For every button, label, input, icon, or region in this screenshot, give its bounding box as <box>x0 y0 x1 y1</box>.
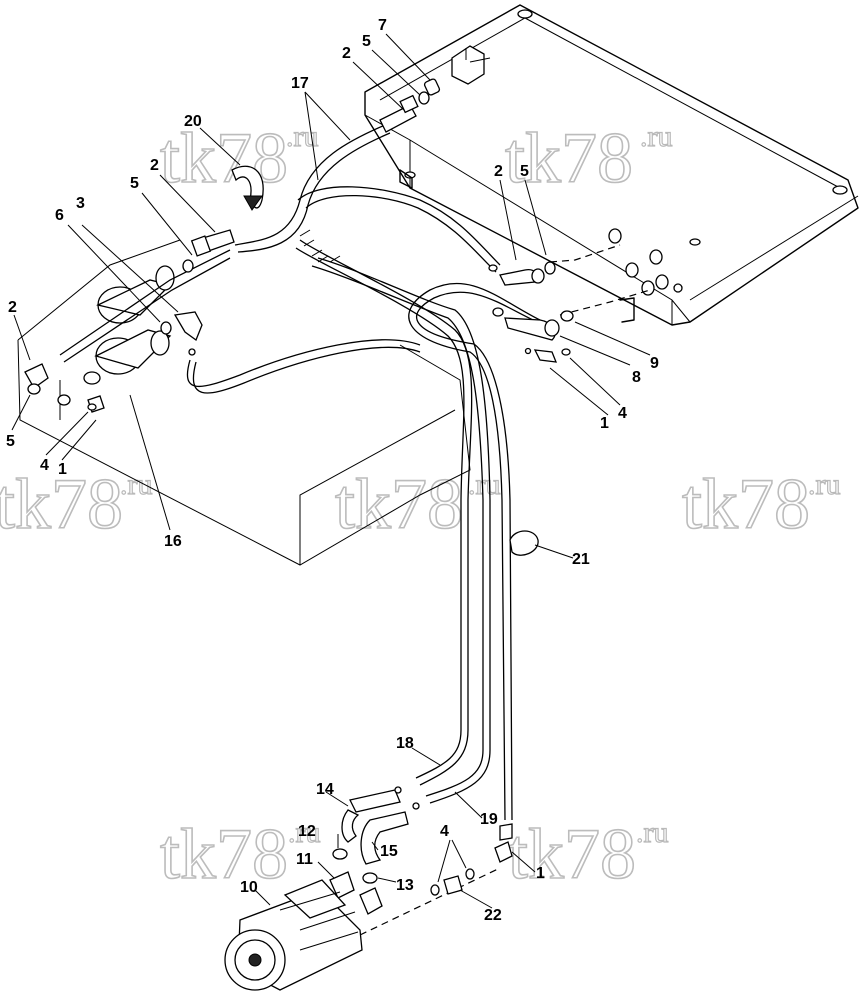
plug-left <box>57 394 71 406</box>
watermark-suffix: .ru <box>120 468 153 501</box>
watermark-text: tk78 <box>160 118 288 198</box>
clamp-21 <box>509 530 539 556</box>
callout-14: 14 <box>316 781 334 798</box>
dash-line-unit-2 <box>559 289 651 316</box>
valve-22 <box>443 875 463 895</box>
valve-1-compressor <box>494 841 513 863</box>
fitting-left-2 <box>24 363 49 389</box>
callout-2: 2 <box>8 299 17 316</box>
callout-21: 21 <box>572 551 590 568</box>
callout-22: 22 <box>484 907 502 924</box>
callout-3: 3 <box>76 195 85 212</box>
o-ring-6 <box>160 321 172 335</box>
compressor-10 <box>224 879 363 991</box>
watermark-text: tk78 <box>682 464 810 544</box>
callout-8: 8 <box>632 369 641 386</box>
o-ring-4-left <box>87 403 97 411</box>
watermark-suffix: .ru <box>288 816 321 849</box>
fitting-11 <box>329 871 355 899</box>
callout-18: 18 <box>396 735 414 752</box>
elbow-15 <box>360 811 409 865</box>
fitting-11b <box>359 887 383 915</box>
callout-4: 4 <box>40 457 49 474</box>
callout-19: 19 <box>480 811 498 828</box>
callout-2: 2 <box>494 163 503 180</box>
fitting-14 <box>349 789 401 813</box>
hose-17-cross <box>297 186 501 273</box>
callout-5: 5 <box>362 33 371 50</box>
callout-12: 12 <box>298 823 316 840</box>
callout-10: 10 <box>240 879 258 896</box>
o-ring-19 <box>412 802 420 810</box>
hose-break-marks <box>299 229 341 263</box>
fitting-top-2 <box>379 94 419 133</box>
callout-1: 1 <box>600 415 609 432</box>
callout-7: 7 <box>378 17 387 34</box>
hose-18 <box>295 239 473 786</box>
callout-13: 13 <box>396 877 414 894</box>
callout-4: 4 <box>440 823 449 840</box>
watermark-text: tk78 <box>335 464 463 544</box>
o-ring-5-top <box>418 91 430 105</box>
callout-numbers: 2 5 7 17 20 2 5 6 3 2 5 4 1 16 2 5 9 8 4… <box>6 17 659 924</box>
watermark-text: tk78 <box>508 814 636 894</box>
elbow-14 <box>341 809 360 843</box>
valve-1-right <box>533 349 558 363</box>
callout-4: 4 <box>618 405 627 422</box>
cap-7 <box>423 78 441 96</box>
o-ring-left-small <box>188 348 196 356</box>
fitting-mid-2 <box>190 229 235 257</box>
hose-16 <box>186 339 421 394</box>
o-ring-9 <box>560 310 574 322</box>
elbow-right-2 <box>499 268 545 286</box>
callout-11: 11 <box>296 851 313 868</box>
hose-right-loop <box>408 282 547 821</box>
dash-line-unit-1 <box>549 244 621 263</box>
o-ring-4-compressor <box>430 884 440 896</box>
watermark-suffix: .ru <box>468 468 501 501</box>
dash-line-compressor <box>359 867 501 936</box>
callout-5: 5 <box>130 175 139 192</box>
callout-16: 16 <box>164 533 182 550</box>
callout-1: 1 <box>536 865 545 882</box>
watermark-text: tk78 <box>160 814 288 894</box>
callout-17: 17 <box>291 75 309 92</box>
elbow-3 <box>173 311 203 342</box>
o-ring-right-top <box>488 264 498 272</box>
o-ring-13 <box>362 872 378 884</box>
watermark-suffix: .ru <box>640 120 673 153</box>
callout-5: 5 <box>520 163 529 180</box>
watermark-suffix: .ru <box>808 468 841 501</box>
leader-lines <box>11 33 651 909</box>
o-ring-right-mid <box>492 307 504 317</box>
callout-15: 15 <box>380 843 398 860</box>
o-ring-5-left <box>27 383 41 395</box>
elbow-right-8 <box>504 317 560 341</box>
o-ring-4-compressor-b <box>465 868 475 880</box>
callout-2: 2 <box>342 45 351 62</box>
callout-1: 1 <box>58 461 67 478</box>
o-ring-5-right <box>544 261 556 275</box>
o-ring-4-right <box>561 348 571 356</box>
hose-19 <box>311 257 491 804</box>
watermark-suffix: .ru <box>286 120 319 153</box>
o-ring-right-small <box>524 347 532 355</box>
hose-17-upper <box>59 124 391 363</box>
valve-1-compressor-top <box>499 823 513 841</box>
callout-5: 5 <box>6 433 15 450</box>
callout-2: 2 <box>150 157 159 174</box>
callout-20: 20 <box>184 113 202 130</box>
o-ring-12 <box>332 848 348 860</box>
o-ring-18 <box>394 786 402 794</box>
watermark-text: tk78 <box>0 464 123 544</box>
callout-6: 6 <box>55 207 64 224</box>
watermark-suffix: .ru <box>636 816 669 849</box>
watermark-text: tk78 <box>505 118 633 198</box>
callout-9: 9 <box>650 355 659 372</box>
watermarks: tk78 .ru tk78 .ru tk78 .ru tk78 .ru tk78… <box>0 117 841 895</box>
o-ring-5-mid <box>182 259 194 273</box>
